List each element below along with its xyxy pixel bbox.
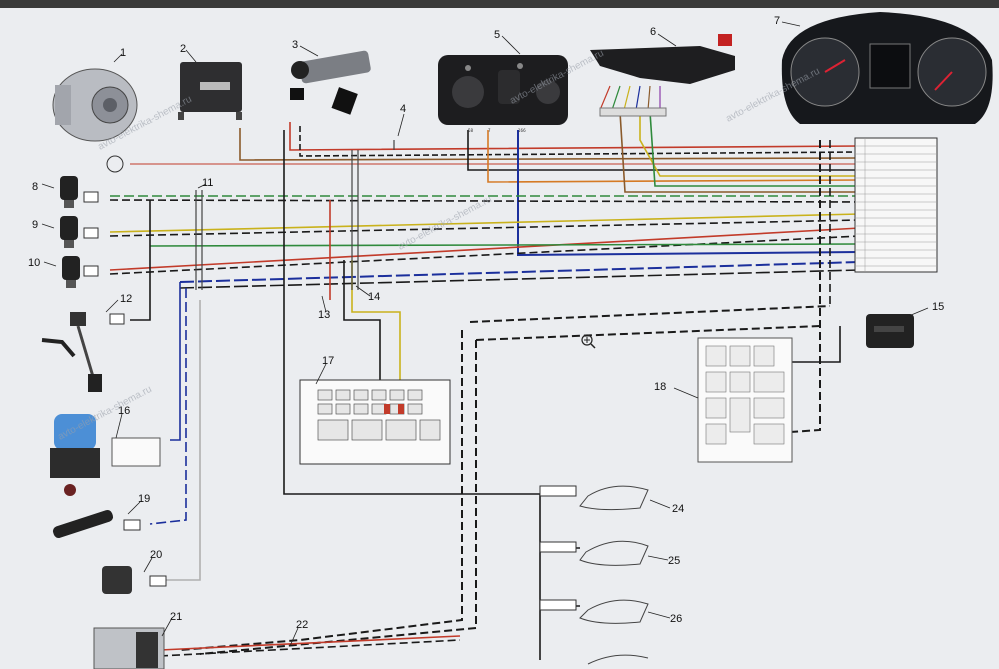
label-18: 18 [654, 381, 666, 393]
stalk-switch [590, 34, 735, 117]
lamp-25 [539, 540, 649, 566]
ignition-switch [290, 50, 371, 115]
label-21: 21 [170, 611, 182, 623]
sensor-9 [60, 216, 78, 248]
wire-splices [195, 140, 395, 290]
label-7: 7 [774, 15, 780, 27]
label-5: 5 [494, 29, 500, 41]
cluster-connector-table [854, 137, 938, 273]
air-dryer [50, 414, 161, 496]
lamp-26 [539, 599, 649, 624]
label-20: 20 [150, 549, 162, 561]
fuse-box [299, 379, 451, 465]
label-26: 26 [670, 613, 682, 625]
pin-label-7: 7 [488, 128, 491, 133]
sensor-10 [62, 256, 80, 288]
label-16: 16 [118, 405, 130, 417]
label-24: 24 [672, 503, 684, 515]
sensor-19 [52, 510, 141, 538]
sensor-8 [60, 176, 78, 208]
pin-label-166: 166 [518, 128, 526, 133]
module-21 [93, 627, 165, 669]
label-25: 25 [668, 555, 680, 567]
label-3: 3 [292, 39, 298, 51]
label-4: 4 [400, 103, 406, 115]
label-15: 15 [932, 301, 944, 313]
alternator [52, 68, 138, 142]
relay-box [697, 337, 793, 463]
pin-label-58: 58 [468, 128, 474, 133]
sensor-connectors [83, 191, 125, 325]
label-2: 2 [180, 43, 186, 55]
label-19: 19 [138, 493, 150, 505]
zoom-cursor-icon[interactable] [581, 334, 596, 349]
label-17: 17 [322, 355, 334, 367]
fuel-level-sensor [41, 312, 102, 392]
leader-lines [41, 21, 929, 647]
instrument-cluster [781, 12, 993, 124]
lamp-27-partial [587, 654, 649, 665]
gauge-symbol [106, 155, 124, 173]
label-13: 13 [318, 309, 330, 321]
sensor-20 [102, 566, 167, 594]
label-10: 10 [28, 257, 40, 269]
light-switch-panel [438, 55, 568, 125]
control-unit [178, 62, 242, 120]
label-22: 22 [296, 619, 308, 631]
lamp-24 [539, 485, 649, 511]
label-14: 14 [368, 291, 380, 303]
label-8: 8 [32, 181, 38, 193]
label-6: 6 [650, 26, 656, 38]
label-11: 11 [202, 177, 213, 189]
module-15 [866, 314, 914, 348]
wire-harness [109, 111, 861, 660]
label-12: 12 [120, 293, 132, 305]
label-9: 9 [32, 219, 38, 231]
label-1: 1 [120, 47, 126, 59]
